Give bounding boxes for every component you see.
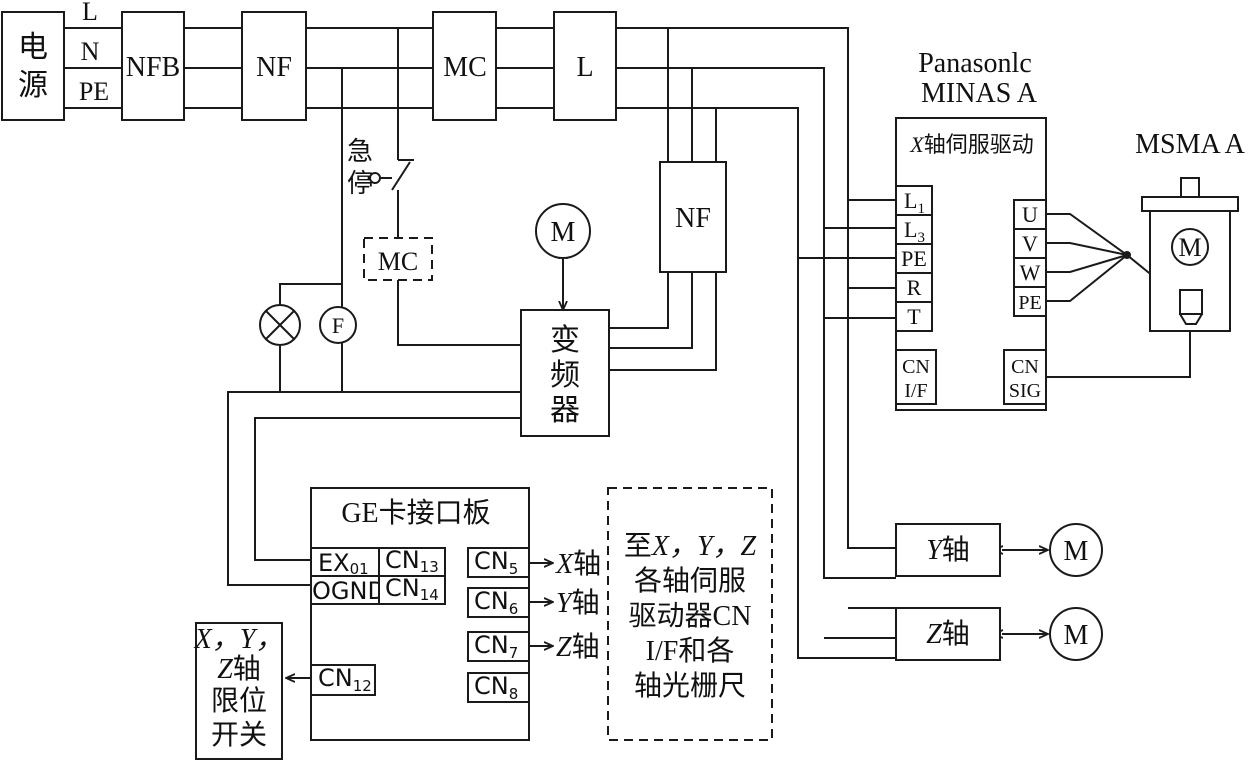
nf-main-block: NF bbox=[241, 11, 307, 121]
nf-inverter-label: NF bbox=[675, 203, 711, 234]
port-cn12: CN12 bbox=[318, 664, 372, 695]
limit-line3: 限位 bbox=[211, 685, 267, 717]
z-axis-drive: Z轴 M bbox=[895, 607, 1103, 661]
terminal-pe-out: PE bbox=[1018, 292, 1041, 314]
limit-line2: Z轴 bbox=[217, 653, 261, 685]
port-ex01: EX01 bbox=[318, 549, 369, 578]
port-cn5: CN5 bbox=[474, 547, 518, 578]
spindle-motor: M bbox=[535, 203, 591, 259]
inverter-block: 变 频 器 bbox=[520, 309, 610, 437]
port-cn7: CN7 bbox=[474, 631, 518, 662]
target-x-axis: X轴 bbox=[555, 548, 601, 580]
terminal-w: W bbox=[1020, 260, 1041, 285]
y-motor-symbol: M bbox=[1064, 536, 1089, 567]
servo-input-terminals: L1 L3 PE R T bbox=[895, 185, 933, 332]
power-source: 电 源 L N PE bbox=[1, 0, 109, 121]
cn-sig-connector: CN SIG bbox=[1003, 349, 1047, 405]
servo-title: X轴伺服驱动 bbox=[909, 132, 1033, 157]
terminal-pe: PE bbox=[901, 246, 927, 271]
port-cn6: CN6 bbox=[474, 587, 518, 618]
limit-line1: X，Y， bbox=[194, 624, 284, 655]
servo-motor: MSMA A M bbox=[1135, 129, 1246, 332]
target-y-axis: Y轴 bbox=[556, 587, 600, 619]
estop-label-line2: 停 bbox=[347, 169, 373, 198]
mc-coil-label: MC bbox=[378, 247, 418, 276]
estop-label-line1: 急 bbox=[347, 137, 373, 166]
power-label-line2: 源 bbox=[18, 69, 48, 102]
inverter-label-2: 频 bbox=[550, 359, 580, 392]
line-pe-label: PE bbox=[79, 77, 109, 106]
reactor-label: L bbox=[576, 52, 593, 83]
servo-output-terminals: U V W PE bbox=[1013, 199, 1047, 317]
mc-coil: MC bbox=[363, 237, 433, 281]
note-line3: 驱动器CN bbox=[629, 601, 752, 632]
limit-switch-box: X，Y， Z轴 限位 开关 bbox=[194, 622, 284, 760]
limit-line4: 开关 bbox=[211, 719, 267, 751]
note-box: 至X，Y，Z 各轴伺服 驱动器CN I/F和各 轴光栅尺 bbox=[607, 487, 773, 741]
nf-inverter-block: NF bbox=[659, 161, 727, 273]
line-n-label: N bbox=[81, 37, 100, 66]
power-label-line1: 电 bbox=[18, 31, 48, 64]
terminal-v: V bbox=[1022, 231, 1038, 256]
lamp-icon bbox=[259, 304, 301, 346]
target-z-axis: Z轴 bbox=[556, 631, 600, 663]
estop-label: 急 停 bbox=[347, 137, 373, 198]
line-l-label: L bbox=[82, 0, 98, 26]
nfb-block: NFB bbox=[121, 11, 185, 121]
terminal-u: U bbox=[1022, 202, 1038, 227]
mc-main-block: MC bbox=[432, 11, 497, 121]
servo-brand-line2: MINAS A bbox=[921, 78, 1038, 109]
y-axis-drive: Y轴 M bbox=[895, 523, 1103, 577]
ge-card-title: GE卡接口板 bbox=[341, 497, 490, 529]
port-ognd: OGND bbox=[312, 577, 386, 605]
nfb-label: NFB bbox=[126, 52, 180, 83]
cn-sig-line1: CN bbox=[1011, 356, 1039, 378]
cn-if-line1: CN bbox=[902, 356, 930, 378]
port-cn8: CN8 bbox=[474, 672, 518, 703]
reactor-block: L bbox=[553, 11, 617, 121]
nf-main-label: NF bbox=[256, 52, 292, 83]
ge-card-board: GE卡接口板 EX01 CN13 OGND CN14 CN5 CN6 CN7 C… bbox=[310, 487, 601, 741]
cn-sig-line2: SIG bbox=[1009, 380, 1041, 402]
terminal-l3: L3 bbox=[904, 217, 925, 246]
cn-if-connector: CN I/F bbox=[895, 349, 937, 405]
mc-main-label: MC bbox=[443, 52, 487, 83]
servo-drive: Panasonlc MINAS A X轴伺服驱动 L1 L3 PE R T U … bbox=[895, 48, 1047, 411]
note-line5: 轴光栅尺 bbox=[634, 670, 746, 702]
z-motor-symbol: M bbox=[1064, 620, 1089, 651]
terminal-l1: L1 bbox=[904, 188, 925, 217]
inverter-label-3: 器 bbox=[550, 394, 580, 427]
terminal-t: T bbox=[907, 304, 921, 329]
fan-label: F bbox=[332, 313, 344, 338]
servo-brand-line1: Panasonlc bbox=[918, 48, 1032, 79]
spindle-motor-label: M bbox=[551, 217, 576, 248]
motor-symbol: M bbox=[1178, 233, 1201, 262]
fan: F bbox=[319, 306, 357, 344]
y-axis-label: Y轴 bbox=[926, 534, 970, 566]
motor-model-label: MSMA A bbox=[1135, 129, 1245, 160]
note-line1: 至X，Y，Z bbox=[624, 531, 757, 562]
z-axis-label: Z轴 bbox=[926, 618, 970, 650]
terminal-r: R bbox=[907, 275, 922, 300]
cn-if-line2: I/F bbox=[904, 380, 927, 402]
port-cn14: CN14 bbox=[385, 574, 439, 604]
note-line4: I/F和各 bbox=[646, 635, 735, 667]
note-line2: 各轴伺服 bbox=[634, 565, 746, 597]
wires bbox=[64, 27, 1191, 678]
port-cn13: CN13 bbox=[385, 546, 439, 576]
inverter-label-1: 变 bbox=[550, 324, 580, 357]
